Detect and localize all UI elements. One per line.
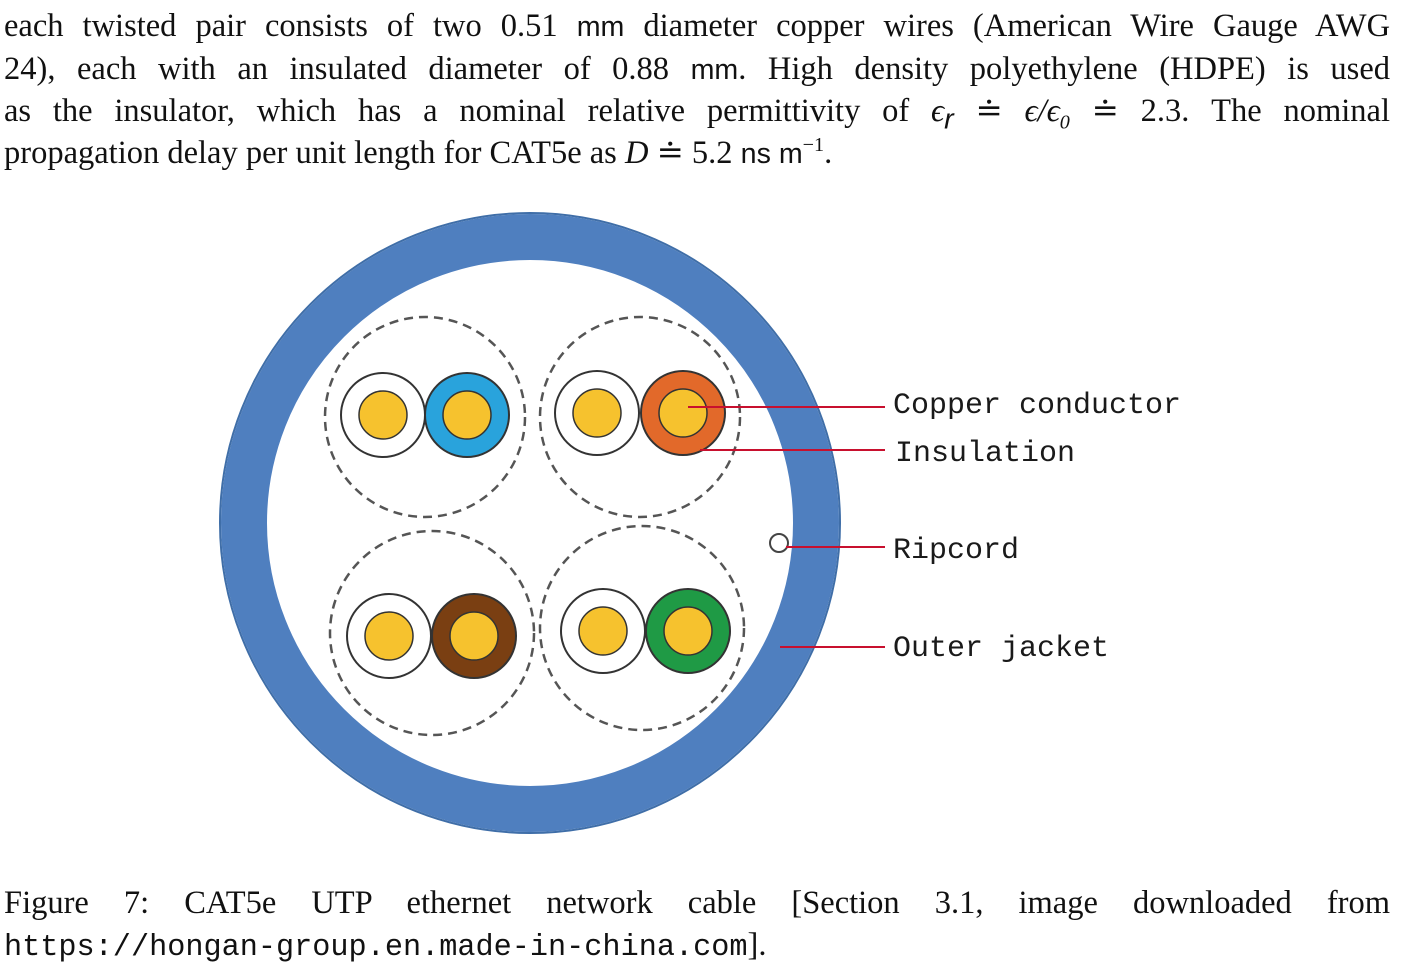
jacket-edge (219, 212, 841, 834)
pair-orange (554, 370, 726, 456)
outer-jacket (221, 214, 839, 832)
paragraph-line-3: as the insulator, which has a nominal re… (4, 93, 1391, 136)
pair-blue (340, 372, 510, 458)
ripcord (769, 533, 789, 553)
epsilon-r: ϵr (931, 93, 954, 136)
caption-line-1: Figure 7: CAT5e UTP ethernet network cab… (4, 885, 1391, 921)
conductor (658, 388, 708, 438)
pair-brown (346, 593, 517, 679)
figure-caption: Figure 7: CAT5e UTP ethernet network cab… (4, 882, 1390, 969)
conductor (358, 390, 408, 440)
pair-boundary-2 (538, 315, 742, 519)
body-paragraph: each twisted pair consists of two 0.51 m… (4, 6, 1390, 176)
label-copper-conductor: Copper conductor (893, 389, 1181, 423)
paragraph-line-4: propagation delay per unit length for CA… (4, 134, 833, 172)
pair-boundary-4 (538, 524, 746, 732)
conductor (449, 611, 499, 661)
caption-line-2: https://hongan-group.en.made-in-china.co… (4, 927, 767, 965)
conductor (578, 606, 628, 656)
conductor (572, 388, 622, 438)
pair-boundary-1 (323, 315, 527, 519)
conductor (364, 611, 414, 661)
conductor (663, 606, 713, 656)
paragraph-line-2: 24), each with an insulated diameter of … (4, 50, 1391, 87)
pair-green (560, 588, 731, 674)
epsilon-ratio: ϵ/ϵ0 (1024, 93, 1070, 134)
conductor (442, 390, 492, 440)
cable-figure: Copper conductor Insulation Ripcord Oute… (0, 205, 1401, 855)
pair-boundary-3 (328, 529, 536, 737)
label-outer-jacket: Outer jacket (893, 632, 1109, 666)
cable-cross-section: Copper conductor Insulation Ripcord Oute… (219, 212, 1181, 834)
label-ripcord: Ripcord (893, 534, 1019, 568)
label-insulation: Insulation (895, 437, 1075, 471)
paragraph-line-1: each twisted pair consists of two 0.51 m… (4, 8, 1391, 44)
source-url: https://hongan-group.en.made-in-china.co… (4, 931, 748, 965)
figure-number: Figure 7: (4, 885, 150, 921)
